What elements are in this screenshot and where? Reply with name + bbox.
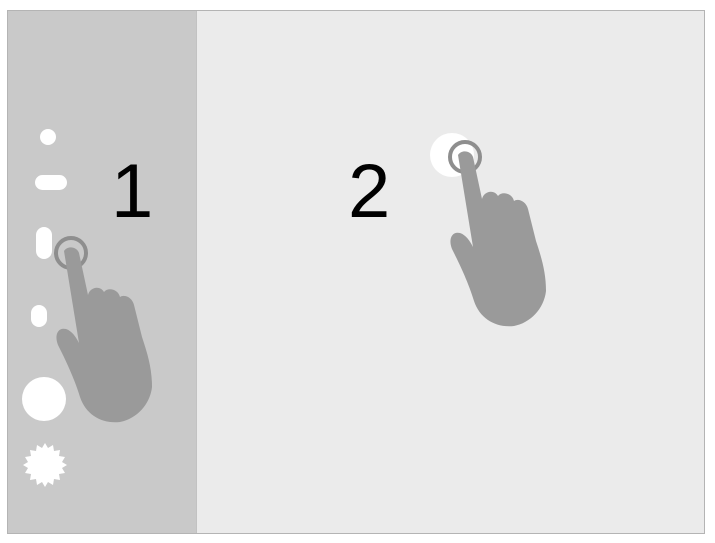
cross-shape-icon [31,305,47,327]
step-2-label: 2 [348,149,391,234]
tap-hand-icon [448,140,546,327]
horizontal-pill-shape-icon [35,175,67,190]
tap-hand-icon [54,236,152,423]
vertical-pill-shape-icon [36,227,52,259]
diagram-drawing [22,129,546,487]
shape-palette-panel [8,11,197,533]
circle-shape-icon [22,377,66,421]
diagram-frame: 1 2 [7,10,705,534]
starburst-shape-icon [23,443,67,487]
small-dot-shape-icon [40,129,56,145]
step-1-label: 1 [111,149,154,234]
